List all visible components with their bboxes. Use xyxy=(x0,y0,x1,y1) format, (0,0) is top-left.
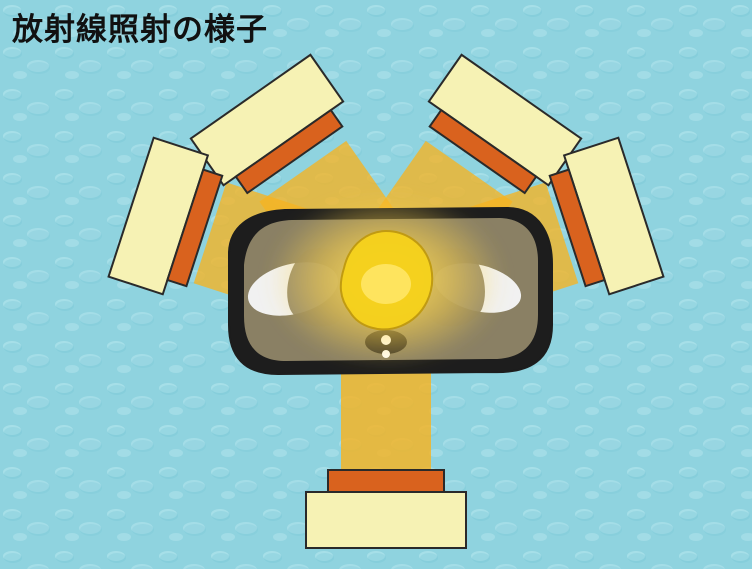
target-region xyxy=(268,194,504,366)
radiation-sources xyxy=(107,53,665,549)
radiation-source-upper-left xyxy=(189,53,345,195)
radiation-source-upper-right xyxy=(427,53,583,195)
radiation-source-left xyxy=(107,136,224,296)
radiation-source-bottom xyxy=(305,469,467,549)
diagram-title: 放射線照射の様子 xyxy=(12,12,268,48)
radiation-source-right xyxy=(548,136,665,296)
tumor-core xyxy=(361,264,411,304)
